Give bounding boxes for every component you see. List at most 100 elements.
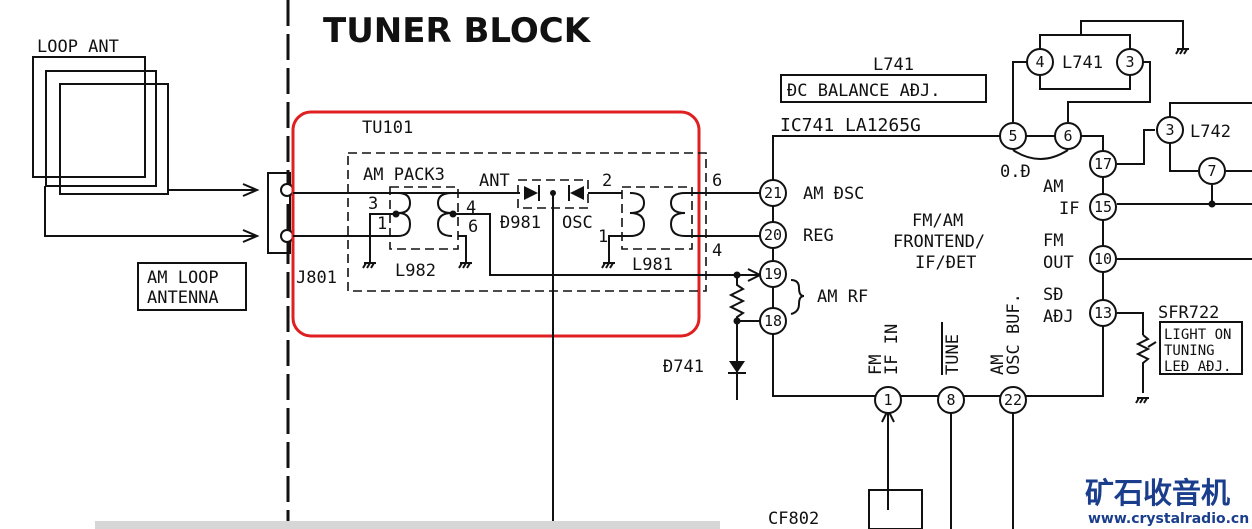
am-pack-label: AM PACK3	[363, 165, 445, 185]
ic-pin-1: 1	[883, 391, 892, 409]
ic-pin-10: 10	[1094, 250, 1112, 268]
ic-pin-6: 6	[1063, 127, 1072, 145]
pin-20-label: REG	[803, 226, 834, 246]
sfr722-label: SFR722	[1158, 303, 1219, 323]
pin-label: 4	[466, 198, 476, 218]
ic-pin-15: 15	[1094, 198, 1112, 216]
am-osc-buf-label: OSC BUF.	[1004, 293, 1024, 375]
fm-if-in-label: IF IN	[882, 324, 902, 375]
cf802-filter	[868, 489, 923, 529]
am-rf-network: Ð741	[663, 268, 763, 400]
d741-label: Ð741	[663, 357, 704, 377]
ic-pin-20-bubble	[759, 221, 787, 249]
pin-label: 1	[598, 227, 608, 247]
l741-pin-4-bubble	[1026, 48, 1054, 76]
tuner-module-tu101: TU101 AM PACK3 3 1 4 6 L982 ANT Ð981 OSC…	[291, 110, 760, 529]
highlight-box	[291, 110, 701, 338]
fm-out-label: FM	[1043, 231, 1063, 251]
sd-adj-label: SÐ	[1043, 285, 1063, 305]
l742-pin-3: 3	[1165, 121, 1174, 139]
watermark-cn: 矿石收音机	[1085, 476, 1230, 510]
l982-label: L982	[395, 261, 436, 281]
ic-pin-6-bubble	[1054, 122, 1082, 150]
block-title: TUNER BLOCK	[323, 11, 592, 51]
ic-pin-17: 17	[1094, 155, 1112, 173]
ic-name: IC741 LA1265G	[780, 115, 921, 136]
l742-coil: L742	[1117, 102, 1252, 260]
fm-if-in-label: FM	[866, 355, 886, 375]
ic741: IC741 LA1265G FM/AM FRONTEND/ IF/ÐET AM …	[768, 115, 1104, 529]
watermark: 矿石收音机 www.crystalradio.cn	[1085, 476, 1249, 527]
sfr722-note: LEÐ AÐJ.	[1164, 359, 1231, 375]
pin-label: 4	[712, 241, 722, 261]
ic-pin-17-bubble	[1089, 150, 1117, 178]
ic-function: FRONTEND/	[893, 232, 985, 252]
pin-21-label: AM ÐSC	[803, 184, 864, 204]
loop-antenna: LOOP ANT AM LOOP ANTENNA	[32, 37, 260, 311]
pin-label: 3	[368, 194, 378, 214]
pin-label: 1	[377, 214, 387, 234]
od-label: 0.Ð	[1000, 162, 1031, 182]
ic-pin-18: 18	[764, 312, 782, 330]
ic-pin-8: 8	[946, 391, 955, 409]
l741-coil: L741 ÐC BALANCE AÐJ. L741	[780, 20, 1189, 122]
watermark-url: www.crystalradio.cn	[1088, 511, 1249, 527]
l741-label: L741	[1062, 53, 1103, 73]
ic-pin-21-bubble	[759, 179, 787, 207]
l742-pin-7-bubble	[1198, 157, 1226, 185]
dc-balance-adj-label: ÐC BALANCE AÐJ.	[787, 81, 941, 101]
pin-label: 6	[712, 171, 722, 191]
sfr722-pot: SFR722 LIGHT ON TUNING LEÐ AÐJ.	[1117, 303, 1243, 404]
j801-label: J801	[296, 268, 337, 288]
l741-pin-4: 4	[1035, 53, 1044, 71]
ant-label: ANT	[479, 171, 510, 191]
am-if-label: IF	[1059, 199, 1079, 219]
ic-pin-22: 22	[1004, 391, 1022, 409]
cf802-label: CF802	[768, 509, 819, 529]
loop-ant-label: LOOP ANT	[37, 37, 119, 57]
am-rf-label: AM RF	[817, 287, 868, 307]
l742-label: L742	[1190, 122, 1231, 142]
ic-pin-15-bubble	[1089, 193, 1117, 221]
horizontal-scrollbar[interactable]	[95, 521, 720, 529]
l741-pin-3-bubble	[1116, 48, 1144, 76]
l981-coil	[621, 186, 693, 250]
ic-pin-19-bubble	[759, 260, 787, 288]
ic-pin-18-bubble	[759, 307, 787, 335]
am-if-label: AM	[1043, 177, 1063, 197]
jack-j801: J801	[267, 172, 337, 288]
l981-label: L981	[632, 255, 673, 275]
tu101-label: TU101	[362, 118, 413, 138]
ic-pin-8-bubble	[937, 386, 965, 414]
ic-pin-19: 19	[764, 265, 782, 283]
ic-pin-5: 5	[1008, 127, 1017, 145]
sfr722-note: LIGHT ON	[1164, 327, 1231, 343]
ic-pin-10-bubble	[1089, 245, 1117, 273]
tune-label: TUNE	[943, 334, 963, 375]
sd-adj-label: AÐJ	[1043, 307, 1074, 327]
ic-function: IF/ÐET	[915, 253, 976, 273]
ic-pin-5-bubble	[999, 122, 1027, 150]
l741-pin-3: 3	[1125, 53, 1134, 71]
l982-coil	[389, 186, 459, 250]
ic-pin-13-bubble	[1089, 299, 1117, 327]
d981-label: Ð981	[500, 213, 541, 233]
ic-function: FM/AM	[912, 211, 963, 231]
pin-label: 2	[602, 171, 612, 191]
osc-label: OSC	[562, 213, 593, 233]
fm-out-label: OUT	[1043, 253, 1074, 273]
antenna-label: ANTENNA	[147, 288, 219, 308]
l741-title: L741	[873, 55, 914, 75]
ic-pin-22-bubble	[999, 386, 1027, 414]
ic-pin-20: 20	[764, 226, 782, 244]
l742-pin-3-bubble	[1156, 116, 1184, 144]
sfr722-note: TUNING	[1164, 343, 1215, 359]
ic-pin-21: 21	[764, 184, 782, 202]
ic-pin-13: 13	[1094, 304, 1112, 322]
am-osc-buf-label: AM	[988, 355, 1008, 375]
l742-pin-7: 7	[1207, 162, 1216, 180]
ic-pin-1-bubble	[874, 386, 902, 414]
am-loop-label: AM LOOP	[147, 268, 219, 288]
